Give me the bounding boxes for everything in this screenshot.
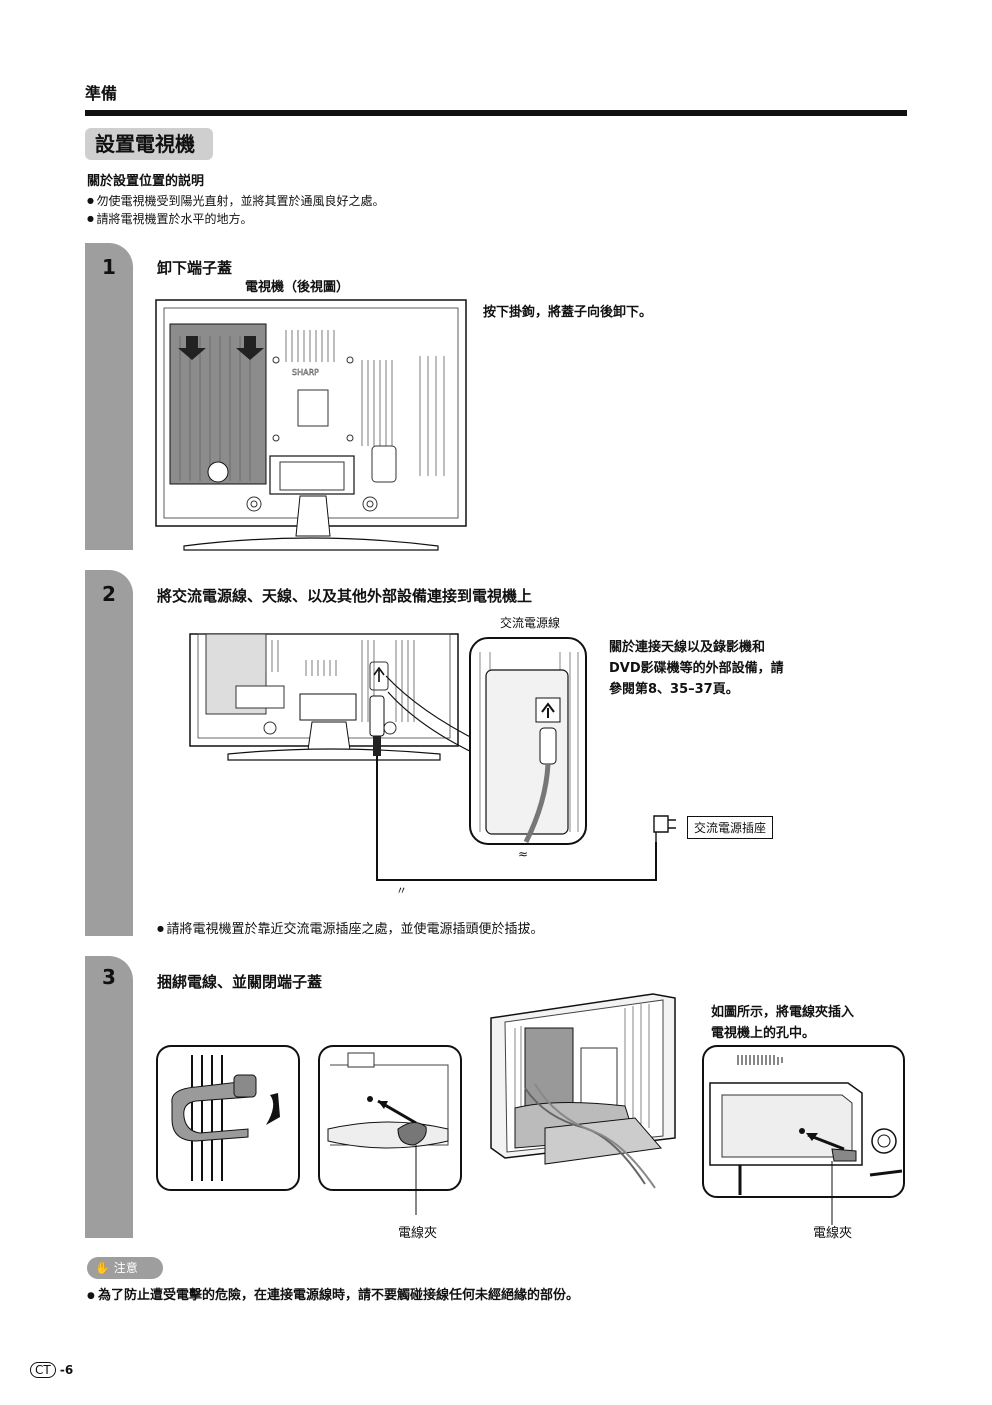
step-1-figure-caption: 電視機（後視圖） bbox=[245, 280, 350, 295]
page-footer: CT -6 bbox=[30, 1362, 73, 1378]
clip-into-tv-hole-illustration bbox=[702, 1045, 905, 1225]
step-2-instruction-line-1: 關於連接天線以及錄影機和 bbox=[609, 640, 766, 655]
hand-icon: ✋ bbox=[95, 1261, 114, 1275]
outlet-label: 交流電源插座 bbox=[687, 816, 774, 839]
step-2-title: 將交流電源線、天線、以及其他外部設備連接到電視機上 bbox=[157, 587, 533, 605]
power-connection-illustration: 〃 ≈ bbox=[189, 633, 676, 897]
clip-label-left: 電線夾 bbox=[398, 1226, 438, 1241]
clip-label-right: 電線夾 bbox=[813, 1226, 853, 1241]
step-3-instruction-line-1: 如圖所示，將電線夾插入 bbox=[711, 1005, 855, 1020]
step-3-number: 3 bbox=[102, 965, 116, 989]
placement-bullet-2: 請將電視機置於水平的地方。 bbox=[87, 210, 253, 227]
page-title: 設置電視機 bbox=[85, 128, 213, 160]
tv-rear-bundled-illustration bbox=[490, 993, 676, 1189]
svg-text:〃: 〃 bbox=[396, 884, 407, 897]
step-2-instruction-line-3: 參閱第8、35–37頁。 bbox=[609, 682, 739, 697]
step-3-instruction-line-2: 電視機上的孔中。 bbox=[711, 1026, 816, 1041]
step-2-instruction-line-2: DVD影碟機等的外部設備，請 bbox=[609, 661, 784, 676]
step-2-bar bbox=[85, 570, 133, 936]
placement-heading: 關於設置位置的説明 bbox=[87, 174, 205, 189]
clip-insertion-illustration bbox=[318, 1045, 462, 1215]
brand-logo: SHARP bbox=[292, 368, 319, 377]
step-3-bar bbox=[85, 956, 133, 1238]
header-rule bbox=[85, 110, 907, 116]
step-3-title: 捆綁電線、並關閉端子蓋 bbox=[157, 973, 323, 991]
step-2-note: 請將電視機置於靠近交流電源插座之處，並使電源插頭便於插拔。 bbox=[157, 918, 544, 937]
section-label: 準備 bbox=[85, 84, 118, 103]
power-cord-label: 交流電源線 bbox=[500, 616, 561, 630]
page-number: -6 bbox=[59, 1363, 74, 1377]
svg-text:≈: ≈ bbox=[518, 847, 528, 861]
placement-bullet-1: 勿使電視機受到陽光直射，並將其置於通風良好之處。 bbox=[87, 192, 385, 209]
caution-text: 為了防止遭受電擊的危險，在連接電源線時，請不要觸碰接線任何未經絕緣的部份。 bbox=[87, 1284, 579, 1303]
region-badge: CT bbox=[30, 1362, 56, 1378]
cable-clip-closeup-illustration bbox=[156, 1045, 300, 1191]
step-1-bar bbox=[85, 243, 133, 550]
step-1-number: 1 bbox=[102, 255, 116, 279]
step-1-title: 卸下端子蓋 bbox=[157, 259, 233, 277]
caution-badge: ✋ 注意 bbox=[87, 1257, 163, 1279]
step-2-number: 2 bbox=[102, 582, 116, 606]
step-1-instruction: 按下掛鉤，將蓋子向後卸下。 bbox=[483, 305, 653, 320]
tv-rear-illustration: SHARP bbox=[155, 299, 467, 551]
caution-label: 注意 bbox=[113, 1261, 138, 1275]
